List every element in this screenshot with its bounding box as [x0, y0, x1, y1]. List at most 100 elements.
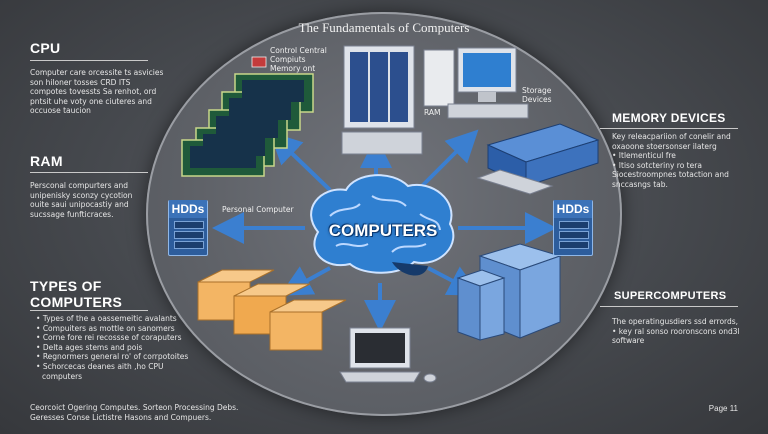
memory-keyboard	[476, 169, 554, 195]
list-item: Regnormers general ro' of corrpotoites	[36, 352, 188, 362]
storage-label-line: Devices	[522, 95, 552, 104]
list-item: Types of the a oassemeitic avalants	[36, 314, 188, 324]
ram-line: unipenisky sconzy cycotion	[30, 190, 133, 200]
storage-label: Storage Devices	[522, 86, 552, 104]
types-tail: computers	[42, 372, 83, 381]
control-label-line: Memory ont	[270, 64, 316, 73]
pc-tower	[423, 49, 455, 107]
box	[269, 311, 323, 351]
super-small-side	[457, 277, 481, 341]
footer-line: Ceorcoict Ogering Computes. Sorteon Proc…	[30, 403, 239, 412]
ram-chip	[229, 98, 291, 120]
server-rack	[350, 52, 368, 122]
box-lid	[197, 269, 275, 283]
hdd-slot	[559, 231, 589, 239]
control-label-line: Compiuts	[270, 55, 306, 64]
mouse	[423, 373, 437, 383]
storage-label-line: Storage	[522, 86, 552, 95]
monitor-screen	[463, 53, 511, 87]
personal-computer-label: Personal Computer	[222, 205, 294, 214]
cpu-line: compotes tovessts Sa renhot, ord	[30, 87, 157, 96]
brain-illustration	[310, 174, 455, 276]
super-rule	[600, 306, 738, 307]
cpu-line: son hiloner tosses CRD ITS	[30, 77, 131, 87]
types-heading: TYPES OF COMPUTERS	[30, 278, 122, 310]
super-text: The operatingusdiers ssd errords, • key …	[612, 317, 740, 346]
server-rack	[390, 52, 408, 122]
cpu-text: Computer care orcessite ts asvicies son …	[30, 68, 163, 116]
memory-line: Key releacpariion of conelir and	[612, 132, 731, 141]
page-number: Page 11	[708, 404, 738, 413]
super-line: software	[612, 336, 645, 345]
footer-text: Ceorcoict Ogering Computes. Sorteon Proc…	[30, 403, 238, 422]
box-lid	[233, 283, 311, 297]
list-item: Delta ages stems and pois	[36, 343, 188, 353]
super-small-front	[479, 277, 505, 341]
hdd-right-label: HDDs	[554, 200, 592, 218]
laptop-base	[339, 371, 421, 383]
list-item: Schorcecas deanes aith ,ho CPU	[36, 362, 188, 372]
storage-boxes-illustration	[197, 269, 347, 351]
cpu-heading: CPU	[30, 40, 61, 56]
keyboard	[341, 131, 423, 155]
hdd-slot	[174, 221, 204, 229]
footer-line: Geresses Conse Lictistre Hasons and Comp…	[30, 412, 212, 422]
ram-modules-illustration	[181, 73, 314, 177]
memory-line: • Itiso sotcteriny ro tera	[612, 160, 702, 170]
desktop-pc-illustration	[423, 47, 529, 119]
server-rack	[370, 52, 388, 122]
brain-shape	[310, 174, 455, 274]
types-list: Types of the a oassemeitic avalants Comp…	[36, 314, 188, 371]
center-label: COMPUTERS	[328, 221, 438, 240]
box-lid	[269, 299, 347, 313]
control-label: Control Central Compiuts Memory ont	[270, 46, 327, 73]
hdd-right-icon: HDDs	[553, 200, 593, 256]
server-tower-illustration	[341, 45, 423, 155]
ram-line: sucssage funfticraces.	[30, 209, 114, 219]
types-heading-line: COMPUTERS	[30, 294, 123, 310]
hdd-left-label: HDDs	[169, 200, 207, 218]
ram-chip	[242, 80, 304, 102]
brain-stem	[392, 262, 428, 276]
supercomputer-illustration	[456, 243, 562, 341]
list-item: Corne fore rei recossse of coraputers	[36, 333, 188, 343]
ram-chip	[216, 116, 278, 138]
memory-text: Key releacpariion of conelir and oxaoone…	[612, 132, 731, 189]
memory-device-illustration	[476, 123, 600, 195]
laptop-screen	[355, 333, 405, 363]
memory-line: snccasngs tab.	[612, 179, 668, 189]
memory-line: Siocestroompnes totaction and	[612, 170, 729, 179]
ram-line: Persconal compurters and	[30, 181, 129, 190]
ram-text: Persconal compurters and unipenisky scon…	[30, 181, 132, 219]
brain-folds	[329, 195, 441, 253]
cpu-chip-illustration	[251, 56, 267, 68]
memory-heading: MEMORY DEVICES	[612, 111, 726, 125]
arrow-memory	[418, 129, 479, 190]
cpu-chip	[251, 56, 267, 68]
super-line: • key ral sonso rooronscons ond3l	[612, 326, 740, 336]
control-label-line: Control Central	[270, 46, 327, 55]
ram-chip	[203, 134, 265, 156]
cpu-line: pntsit uhe voty one ciuteres and	[30, 96, 152, 106]
ram-heading: RAM	[30, 153, 63, 169]
cpu-line: Computer care orcessite ts asvicies	[30, 68, 164, 77]
memory-rule	[600, 128, 738, 129]
hdd-slot	[559, 221, 589, 229]
hdd-left-icon: HDDs	[168, 200, 208, 256]
hdd-slot	[559, 241, 589, 249]
page-title: The Fundamentals of Computers	[298, 20, 470, 35]
hdd-slot	[174, 241, 204, 249]
laptop-illustration	[339, 327, 437, 383]
types-heading-line: TYPES OF	[30, 278, 102, 294]
ram-small-label: RAM	[424, 108, 441, 117]
cpu-rule	[30, 60, 148, 61]
hdd-slot	[174, 231, 204, 239]
memory-line: oxaoone stoersonser ilaterg	[612, 141, 717, 151]
super-front	[519, 255, 561, 339]
super-heading: SUPERCOMPUTERS	[614, 290, 727, 302]
ram-line: ouite saui unipocastiy and	[30, 200, 129, 209]
ram-rule	[30, 172, 148, 173]
super-line: The operatingusdiers ssd errords,	[612, 317, 739, 326]
memory-line: • Itlementicul fre	[612, 151, 676, 160]
